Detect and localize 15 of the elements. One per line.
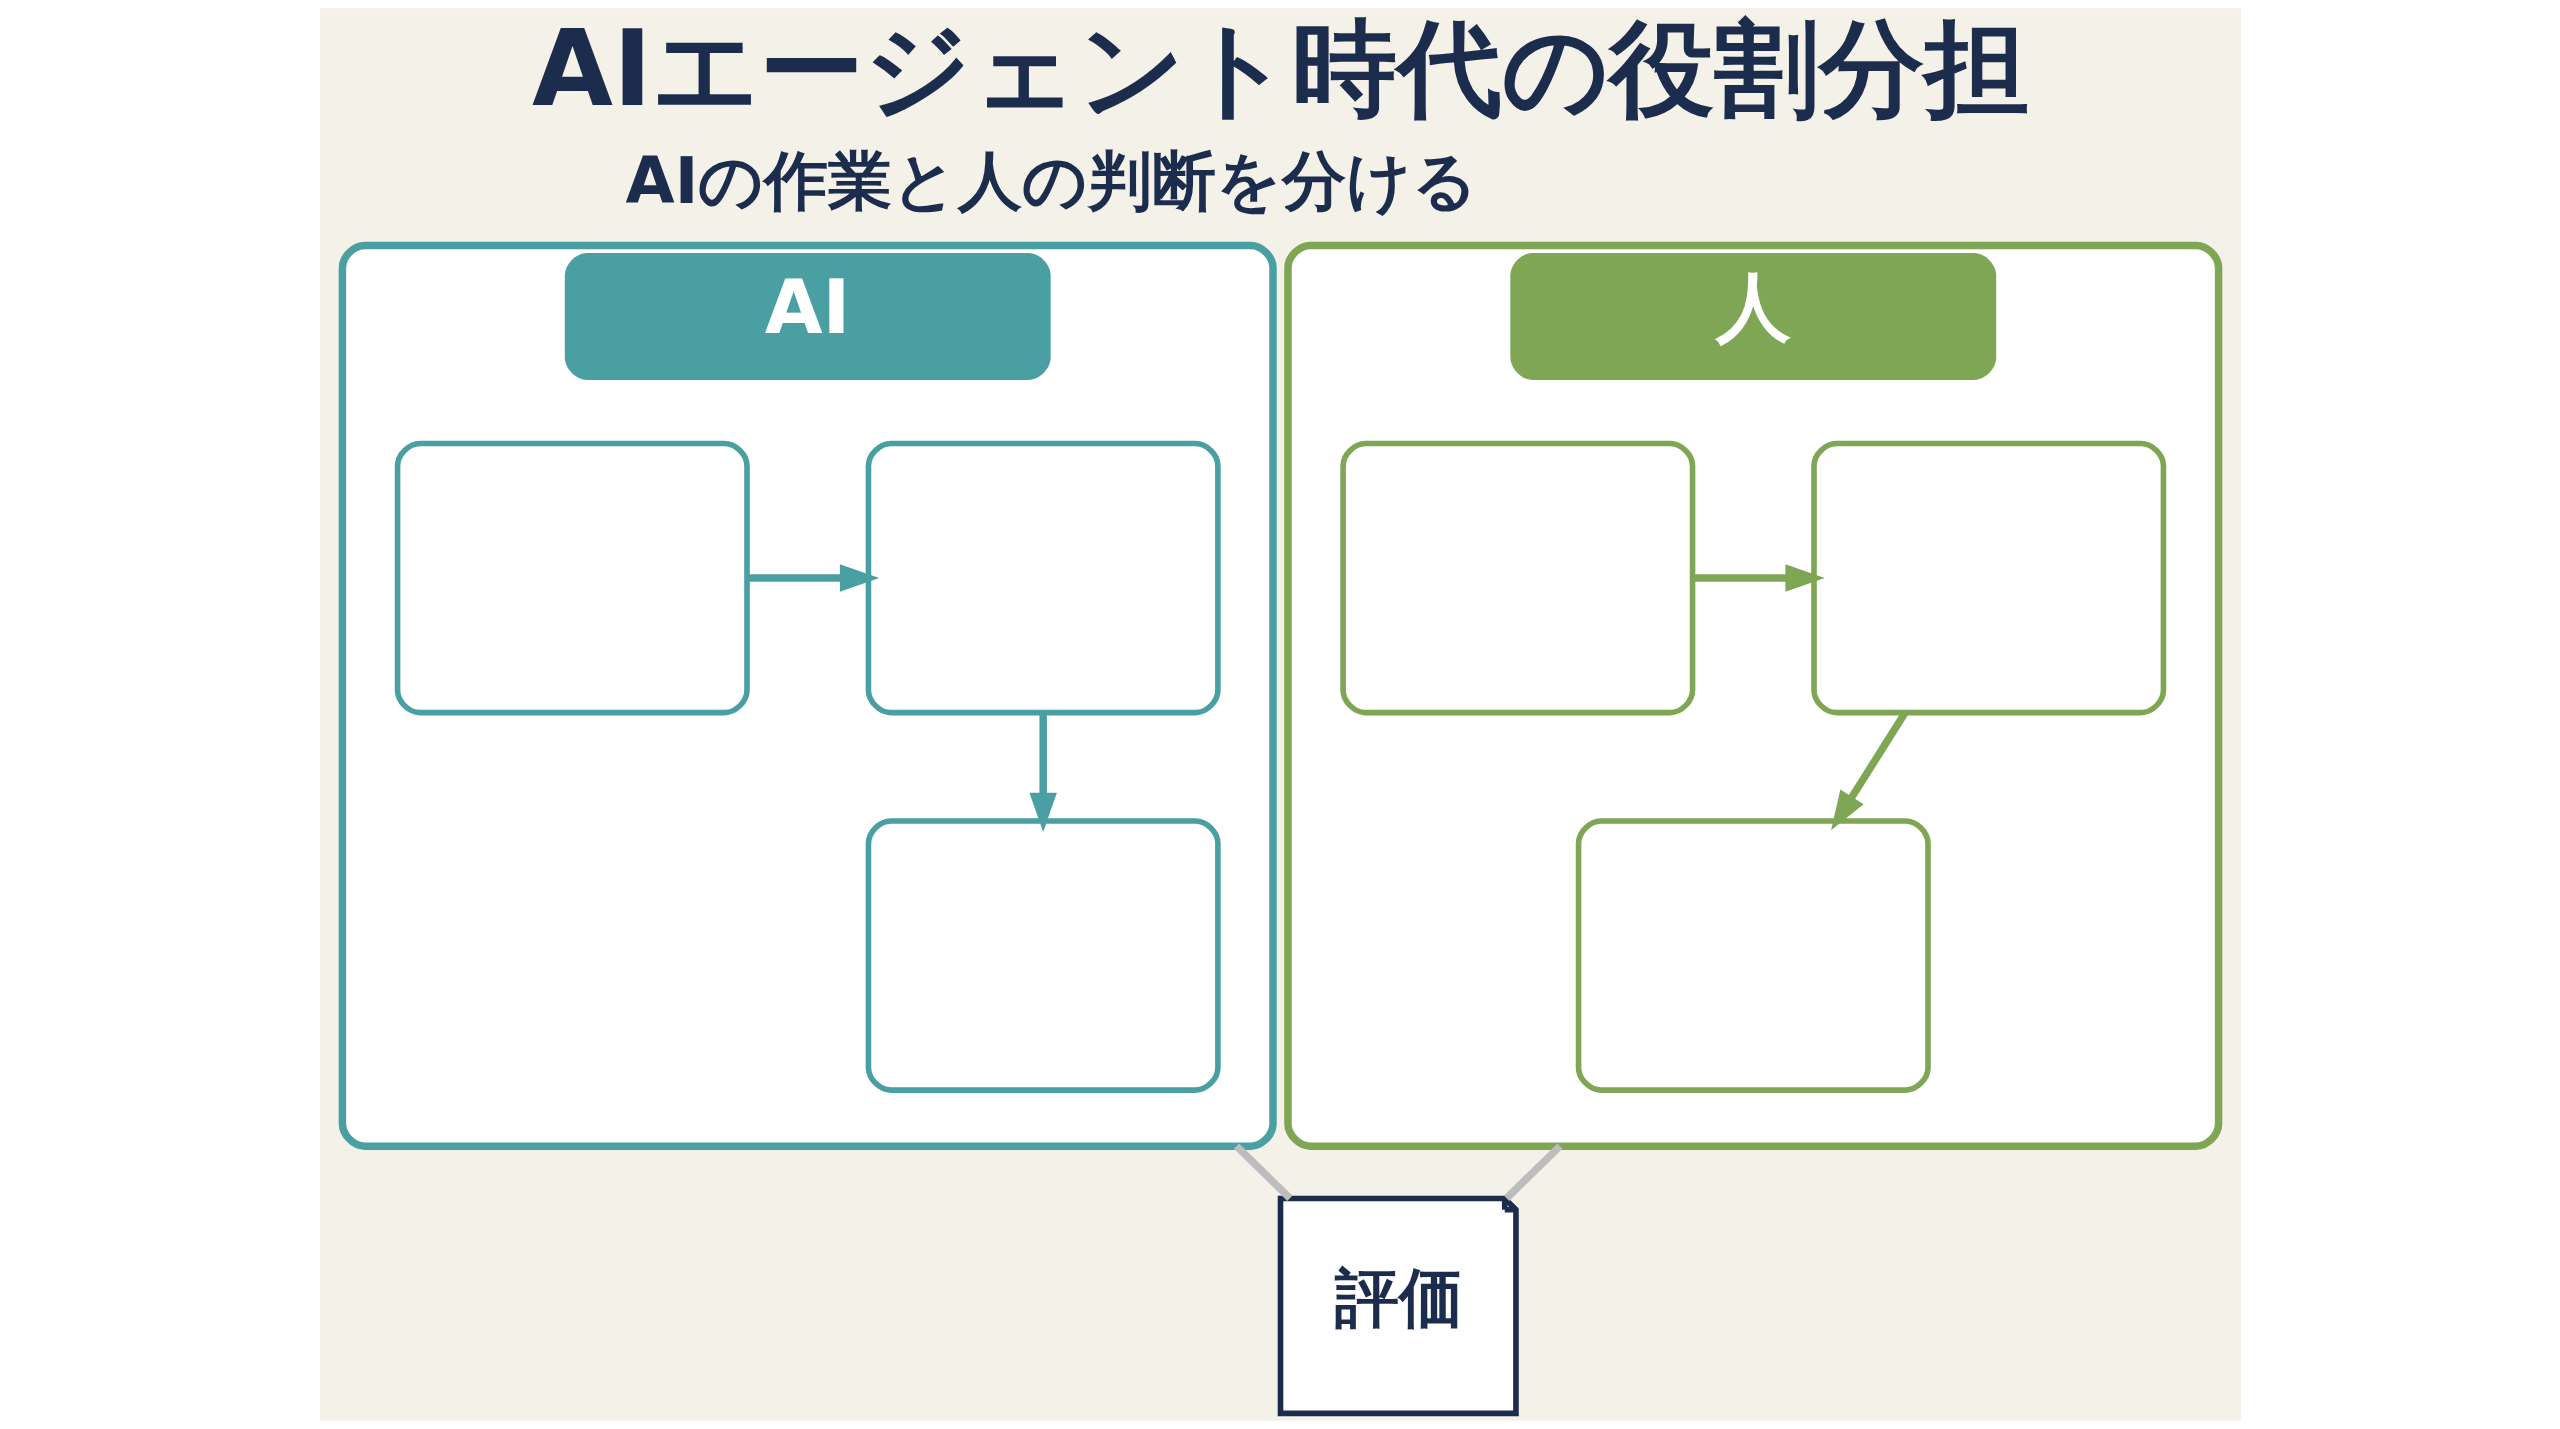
node-box (865, 818, 1221, 1093)
arrow (746, 564, 879, 592)
diagram-title: AIエージェント時代の役割分担 (531, 7, 2029, 130)
connector (1233, 1143, 1292, 1201)
arrow (1692, 564, 1825, 592)
node-box (1810, 440, 2166, 716)
cluster: 人 (1283, 241, 2222, 1150)
node-box (865, 440, 1221, 716)
node-box (394, 440, 750, 716)
connector (1503, 1143, 1563, 1201)
arrow (1028, 712, 1057, 832)
cluster: AI (338, 241, 1277, 1150)
label: AIの作業と人の判断を分ける (625, 143, 1478, 218)
node-box (1339, 440, 1695, 716)
node-box (1575, 818, 1931, 1093)
